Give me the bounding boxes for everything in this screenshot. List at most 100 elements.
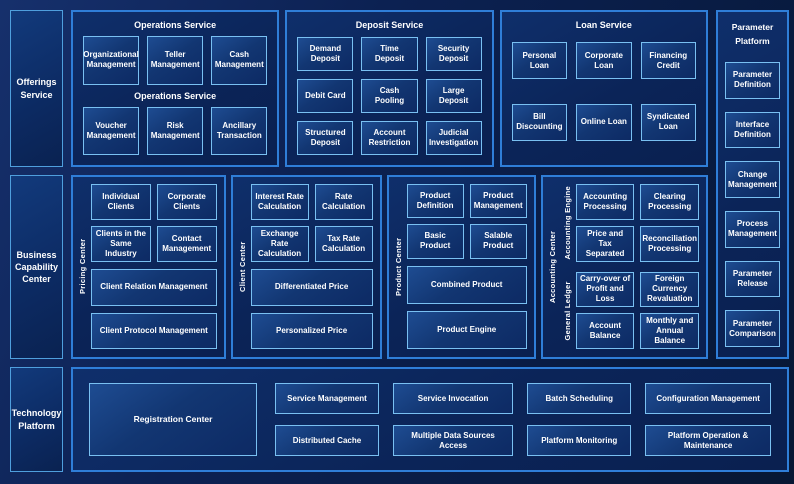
pricing-center-content: Individual Clients Corporate Clients Cli… [91, 184, 217, 349]
node-client-protocol-management: Client Protocol Management [91, 312, 217, 349]
node-corporate-clients: Corporate Clients [156, 184, 217, 220]
accounting-engine-grid: Accounting Processing Clearing Processin… [575, 184, 699, 262]
sidebar-business-capability-center: Business Capability Center [10, 175, 63, 359]
node-interface-definition: Interface Definition [725, 111, 780, 149]
general-ledger-section: General Ledger Carry-over of Profit and … [561, 271, 699, 349]
vlabel-general-ledger: General Ledger [562, 280, 572, 340]
panel-operations-service: Operations Service Organizational Manage… [71, 10, 280, 167]
node-personal-loan: Personal Loan [511, 42, 568, 80]
general-ledger-grid: Carry-over of Profit and Loss Foreign Cu… [575, 271, 699, 349]
node-product-engine: Product Engine [406, 310, 527, 349]
technology-platform-grid: Service Management Service Invocation Ba… [275, 383, 771, 456]
panel-loan-service: Loan Service Personal Loan Corporate Loa… [499, 10, 708, 167]
node-rate-calculation: Rate Calculation [314, 184, 373, 220]
sidebar-technology-platform-label: Technology Platform [11, 408, 62, 431]
title-parameter-platform: Parameter Platform [731, 22, 774, 47]
loan-rows: Personal Loan Corporate Loan Financing C… [511, 30, 696, 153]
panel-deposit-service: Deposit Service Demand Deposit Time Depo… [285, 10, 494, 167]
node-teller-management: Teller Management [147, 36, 204, 85]
sidebar-offerings-service: Offerings Service [10, 10, 63, 167]
title-operations-service: Operations Service [134, 20, 217, 30]
node-platform-monitoring: Platform Monitoring [527, 425, 632, 456]
node-platform-operation-maintenance: Platform Operation & Maintenance [645, 425, 771, 456]
node-interest-rate-calculation: Interest Rate Calculation [250, 184, 309, 220]
node-change-management: Change Management [725, 161, 780, 198]
middle-band: Pricing Center Individual Clients Corpor… [71, 175, 708, 359]
accounting-engine-section: Accounting Engine Accounting Processing … [561, 184, 699, 262]
node-exchange-rate-calculation: Exchange Rate Calculation [250, 226, 309, 262]
node-structured-deposit: Structured Deposit [297, 121, 354, 155]
node-personalized-price: Personalized Price [250, 312, 373, 349]
node-clients-same-industry: Clients in the Same Industry [91, 226, 151, 262]
node-parameter-release: Parameter Release [725, 260, 780, 298]
pricing-grid: Individual Clients Corporate Clients Cli… [91, 184, 217, 262]
node-time-deposit: Time Deposit [361, 37, 418, 71]
top-band: Operations Service Organizational Manage… [71, 10, 708, 167]
sidebar-offerings-service-label: Offerings Service [16, 77, 57, 100]
panel-product-center: Product Center Product Definition Produc… [386, 175, 536, 359]
product-grid: Product Definition Product Management Ba… [406, 184, 527, 259]
node-carry-over-profit-loss: Carry-over of Profit and Loss [575, 271, 635, 308]
node-account-balance: Account Balance [575, 313, 635, 349]
node-corporate-loan: Corporate Loan [576, 42, 632, 80]
node-salable-product: Salable Product [469, 224, 527, 259]
sidebar-technology-platform: Technology Platform [10, 367, 63, 472]
node-individual-clients: Individual Clients [91, 184, 151, 220]
loan-row-2: Bill Discounting Online Loan Syndicated … [511, 103, 696, 141]
title-loan-service: Loan Service [575, 20, 632, 30]
node-parameter-comparison: Parameter Comparison [725, 310, 780, 347]
node-voucher-management: Voucher Management [83, 106, 140, 155]
node-price-tax-separated: Price and Tax Separated [575, 225, 635, 262]
panel-accounting-center: Accounting Center Accounting Engine Acco… [540, 175, 708, 359]
client-center-content: Interest Rate Calculation Rate Calculati… [250, 184, 373, 349]
vlabel-accounting-engine: Accounting Engine [562, 186, 572, 260]
node-debit-card: Debit Card [297, 79, 354, 113]
node-basic-product: Basic Product [406, 224, 464, 259]
node-combined-product: Combined Product [406, 265, 527, 304]
panel-client-center: Client Center Interest Rate Calculation … [230, 175, 382, 359]
vlabel-client-center: Client Center [237, 241, 247, 292]
node-multiple-data-sources-access: Multiple Data Sources Access [392, 425, 514, 456]
node-service-management: Service Management [275, 383, 379, 414]
node-clearing-processing: Clearing Processing [640, 184, 699, 220]
node-cash-pooling: Cash Pooling [361, 79, 418, 113]
sidebar-business-capability-label: Business Capability Center [15, 249, 59, 285]
node-registration-center: Registration Center [89, 383, 257, 456]
node-differentiated-price: Differentiated Price [250, 269, 373, 306]
node-tax-rate-calculation: Tax Rate Calculation [314, 226, 373, 262]
node-product-definition: Product Definition [406, 184, 464, 219]
deposit-grid: Demand Deposit Time Deposit Security Dep… [297, 37, 482, 155]
vlabel-accounting-center: Accounting Center [547, 230, 557, 303]
node-security-deposit: Security Deposit [425, 37, 482, 71]
node-online-loan: Online Loan [576, 103, 632, 141]
node-risk-management: Risk Management [147, 106, 204, 155]
node-account-restriction: Account Restriction [361, 121, 418, 155]
node-ancillary-transaction: Ancillary Transaction [211, 106, 268, 155]
panel-pricing-center: Pricing Center Individual Clients Corpor… [71, 175, 226, 359]
node-accounting-processing: Accounting Processing [575, 184, 635, 220]
node-process-management: Process Management [725, 210, 780, 248]
product-center-content: Product Definition Product Management Ba… [406, 184, 527, 349]
node-parameter-definition: Parameter Definition [725, 61, 780, 99]
node-large-deposit: Large Deposit [425, 79, 482, 113]
node-product-management: Product Management [469, 184, 527, 219]
node-foreign-currency-revaluation: Foreign Currency Revaluation [640, 271, 699, 308]
node-judicial-investigation: Judicial Investigation [425, 121, 482, 155]
vlabel-product-center: Product Center [393, 237, 403, 296]
subtitle-operations-service: Operations Service [134, 90, 217, 101]
node-batch-scheduling: Batch Scheduling [527, 383, 632, 414]
node-demand-deposit: Demand Deposit [297, 37, 354, 71]
node-reconciliation-processing: Reconciliation Processing [640, 225, 699, 262]
panel-parameter-platform: Parameter Platform Parameter Definition … [716, 10, 789, 359]
title-deposit-service: Deposit Service [355, 20, 424, 30]
node-syndicated-loan: Syndicated Loan [640, 103, 696, 141]
node-configuration-management: Configuration Management [645, 383, 771, 414]
operations-row-1: Organizational Management Teller Managem… [83, 36, 268, 85]
node-service-invocation: Service Invocation [392, 383, 514, 414]
operations-row-2: Voucher Management Risk Management Ancil… [83, 106, 268, 155]
node-bill-discounting: Bill Discounting [511, 103, 568, 141]
accounting-content: Accounting Engine Accounting Processing … [561, 184, 699, 349]
node-client-relation-management: Client Relation Management [91, 269, 217, 306]
node-financing-credit: Financing Credit [640, 42, 696, 80]
